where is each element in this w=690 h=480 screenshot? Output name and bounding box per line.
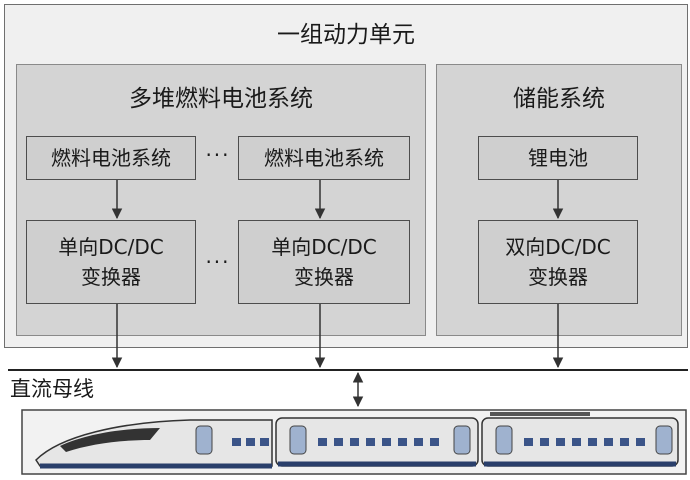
- fuel-cell-system-1: 燃料电池系统: [26, 136, 196, 180]
- converter-2-line2: 变换器: [294, 265, 354, 289]
- unidirectional-converter-1: 单向DC/DC 变换器: [26, 220, 196, 304]
- unidirectional-converter-2: 单向DC/DC 变换器: [238, 220, 410, 304]
- train-icon: [21, 409, 687, 475]
- lithium-battery: 锂电池: [478, 136, 638, 180]
- bidirectional-line2: 变换器: [528, 265, 588, 289]
- fuel-cell-group-title: 多堆燃料电池系统: [129, 86, 313, 112]
- bidirectional-converter: 双向DC/DC 变换器: [478, 220, 638, 304]
- dc-bus-label: 直流母线: [10, 377, 94, 401]
- fuel-cell-system-2: 燃料电池系统: [238, 136, 410, 180]
- converter-1-line1: 单向DC/DC: [58, 235, 164, 259]
- bidirectional-line1: 双向DC/DC: [505, 235, 611, 259]
- converter-2-line1: 单向DC/DC: [271, 235, 377, 259]
- ellipsis-bottom: ···: [205, 250, 231, 274]
- converter-1-line2: 变换器: [81, 265, 141, 289]
- ellipsis-top: ···: [205, 143, 231, 167]
- power-unit-title: 一组动力单元: [277, 22, 415, 48]
- storage-group-title: 储能系统: [513, 86, 605, 112]
